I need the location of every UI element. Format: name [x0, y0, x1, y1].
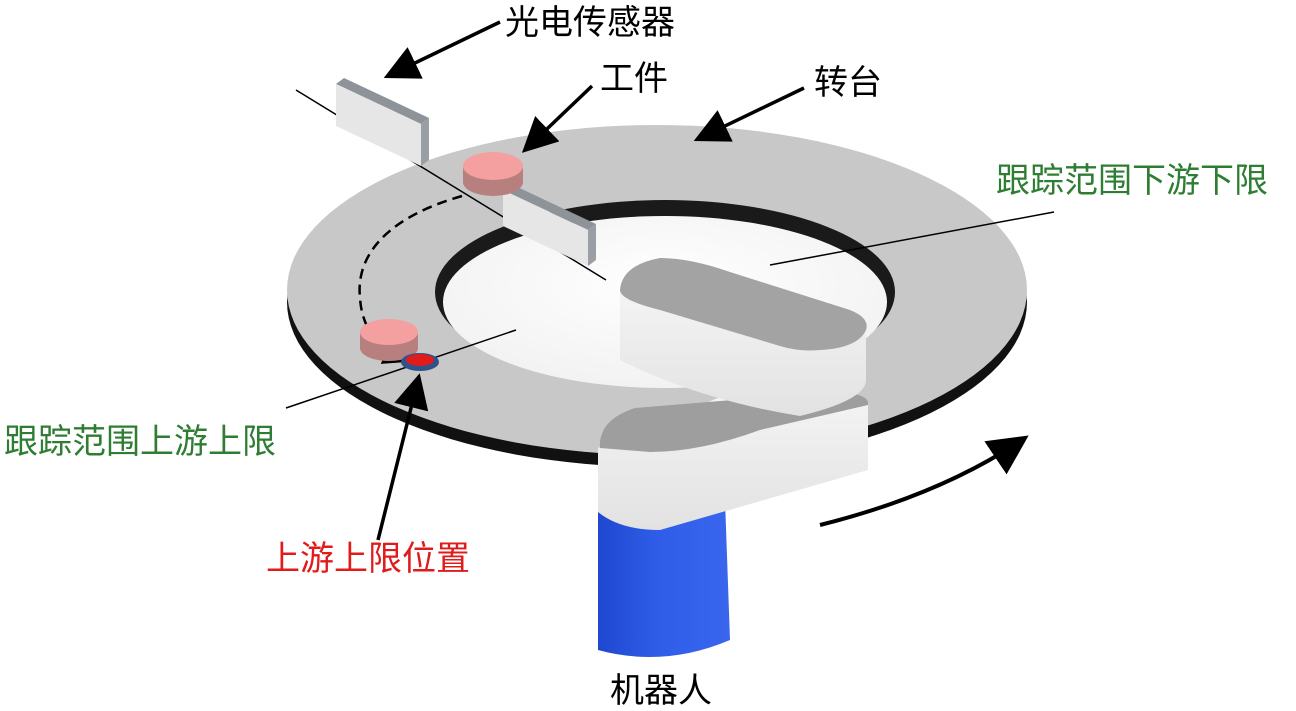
upstream-limit-line [285, 329, 517, 409]
workpiece-pointer-arrow [521, 84, 594, 153]
position-pointer-arrow [376, 373, 429, 541]
robot-lower-arm [598, 392, 869, 530]
turntable-label: 转台 [814, 63, 882, 103]
upstream-limit-label: 跟踪范围上游上限 [4, 422, 276, 462]
downstream-limit-label: 跟踪范围下游下限 [996, 161, 1268, 201]
robot-upper-arm [620, 258, 867, 416]
upstream-position-marker [401, 353, 439, 371]
photoelectric-sensor-right [503, 184, 596, 266]
workpiece-label: 工件 [600, 59, 668, 99]
rotation-arrow [819, 435, 1029, 527]
workpiece-at-limit [360, 319, 418, 361]
photoelectric-sensor-left [336, 78, 429, 166]
robot-base [598, 500, 730, 658]
workpiece-at-sensor [463, 152, 523, 196]
sensor-pointer-arrow [383, 20, 501, 79]
turntable-pointer-arrow [693, 86, 805, 142]
sensor-label: 光电传感器 [505, 3, 675, 43]
downstream-limit-line [769, 211, 1055, 266]
robot-label: 机器人 [610, 671, 712, 711]
upstream-position-label: 上游上限位置 [266, 539, 470, 579]
